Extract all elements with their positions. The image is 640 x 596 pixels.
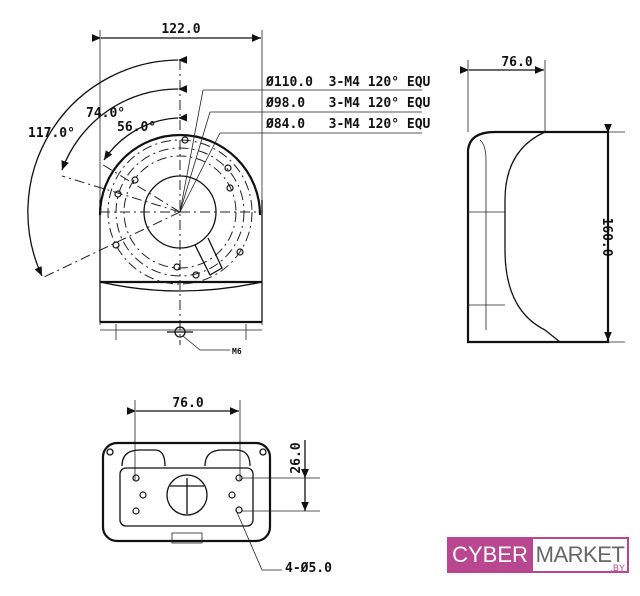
hole-spec-110: Ø110.0 3-M4 120° EQU [265,75,431,90]
angle-label-117: 117.0° [28,126,75,141]
logo-part-cyber: CYBER [447,537,533,573]
side-view: 76.0 160.0 [459,55,625,344]
hole-spec-98: Ø98.0 3-M4 120° EQU [265,96,431,111]
bolt-label: M6 [232,347,242,356]
depth-dimension: 76.0 [501,55,532,70]
width-dimension: 122.0 [161,22,200,37]
logo-part-market: MARKET.BY [533,537,629,573]
angle-label-74: 74.0° [86,106,125,121]
front-view: 122.0 117.0° 74.0° 56.0° Ø11 [27,22,431,356]
vertical-spacing-dimension: 26.0 [289,442,304,473]
height-dimension: 160.0 [599,217,614,256]
angle-label-56: 56.0° [117,120,156,135]
logo-suffix: .BY [610,563,625,573]
logo-market-text: MARKET [535,542,625,567]
hole-spec-84: Ø84.0 3-M4 120° EQU [265,117,431,132]
cybermarket-logo: CYBER MARKET.BY [447,537,629,573]
holes-label: 4-Ø5.0 [285,561,332,576]
hole-spacing-dimension: 76.0 [172,396,203,411]
bottom-view: 76.0 26.0 4-Ø5.0 [101,396,332,576]
